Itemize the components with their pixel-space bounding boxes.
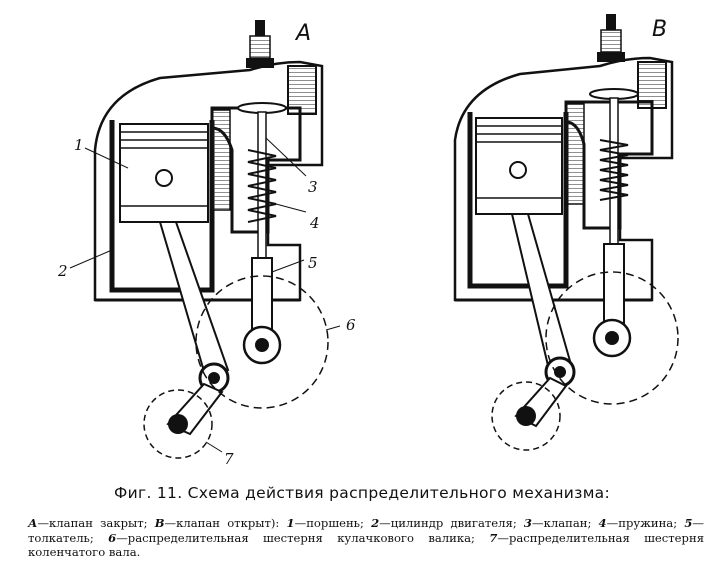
legend-num-4: 4 [598,516,607,530]
legend-num-7: 7 [489,530,498,545]
spark-plug-a [246,20,274,68]
callout-2: 2 [57,262,68,280]
cylinder-head-outline [93,60,324,302]
tappet-a [251,257,273,331]
legend-item-4: —пружина; [606,516,685,530]
crank-gear-a [143,389,213,459]
connecting-rod-a [158,221,230,380]
crankshaft-a [168,414,188,434]
legend-item-6: —распределительная шестерня кулачкового … [116,530,490,545]
figure-legend: А—клапан закрыт; В—клапан открыт): 1—пор… [28,516,704,560]
water-jacket-b [637,61,667,109]
legend-key-b: В [154,516,165,530]
crank-gear-b [491,381,561,451]
callout-3: 3 [308,178,318,196]
view-b-open [453,14,679,451]
legend-item-5: —толкатель; [28,516,704,545]
valve-port [211,109,231,211]
cam-gear-b [545,271,679,405]
legend-item-1: —поршень; [294,516,372,530]
legend-key-a: А [28,516,38,530]
legend-text-a: —клапан закрыт; [37,516,155,530]
cam-gear-a [195,275,329,409]
callout-6: 6 [346,316,356,334]
callout-1: 1 [74,136,84,154]
view-label-a: A [294,21,311,46]
valve-spring-a [247,149,277,223]
callout-7: 7 [224,450,234,468]
legend-num-6: 6 [108,530,117,545]
valve-spring-b [599,139,629,201]
crankshaft-b [516,406,536,426]
callout-4: 4 [309,214,320,232]
legend-item-2: —цилиндр двигателя; [379,516,524,530]
legend-num-3: 3 [523,516,532,530]
cylinder-head-outline-b [453,56,674,302]
piston-b [475,117,563,215]
valve-mechanism-diagram: A B 1 2 3 4 5 6 7 [57,14,679,468]
legend-num-2: 2 [371,516,380,530]
legend-num-5: 5 [684,516,693,530]
figure-title: Фиг. 11. Схема действия распределительно… [113,484,611,502]
piston-a [119,123,209,223]
connecting-rod-b [510,213,574,376]
legend-item-3: —клапан; [531,516,599,530]
tappet-b [603,243,625,325]
legend-item-7: —распределительная шестерня коленчатого … [28,530,705,560]
legend-text-b: —клапан открыт): [164,516,287,530]
view-label-b: B [652,17,667,42]
callout-5: 5 [308,254,318,272]
spark-plug-b [597,14,625,62]
valve-port-b [565,103,585,205]
legend-num-1: 1 [286,516,295,530]
water-jacket [287,65,317,115]
view-a-closed [69,20,341,459]
